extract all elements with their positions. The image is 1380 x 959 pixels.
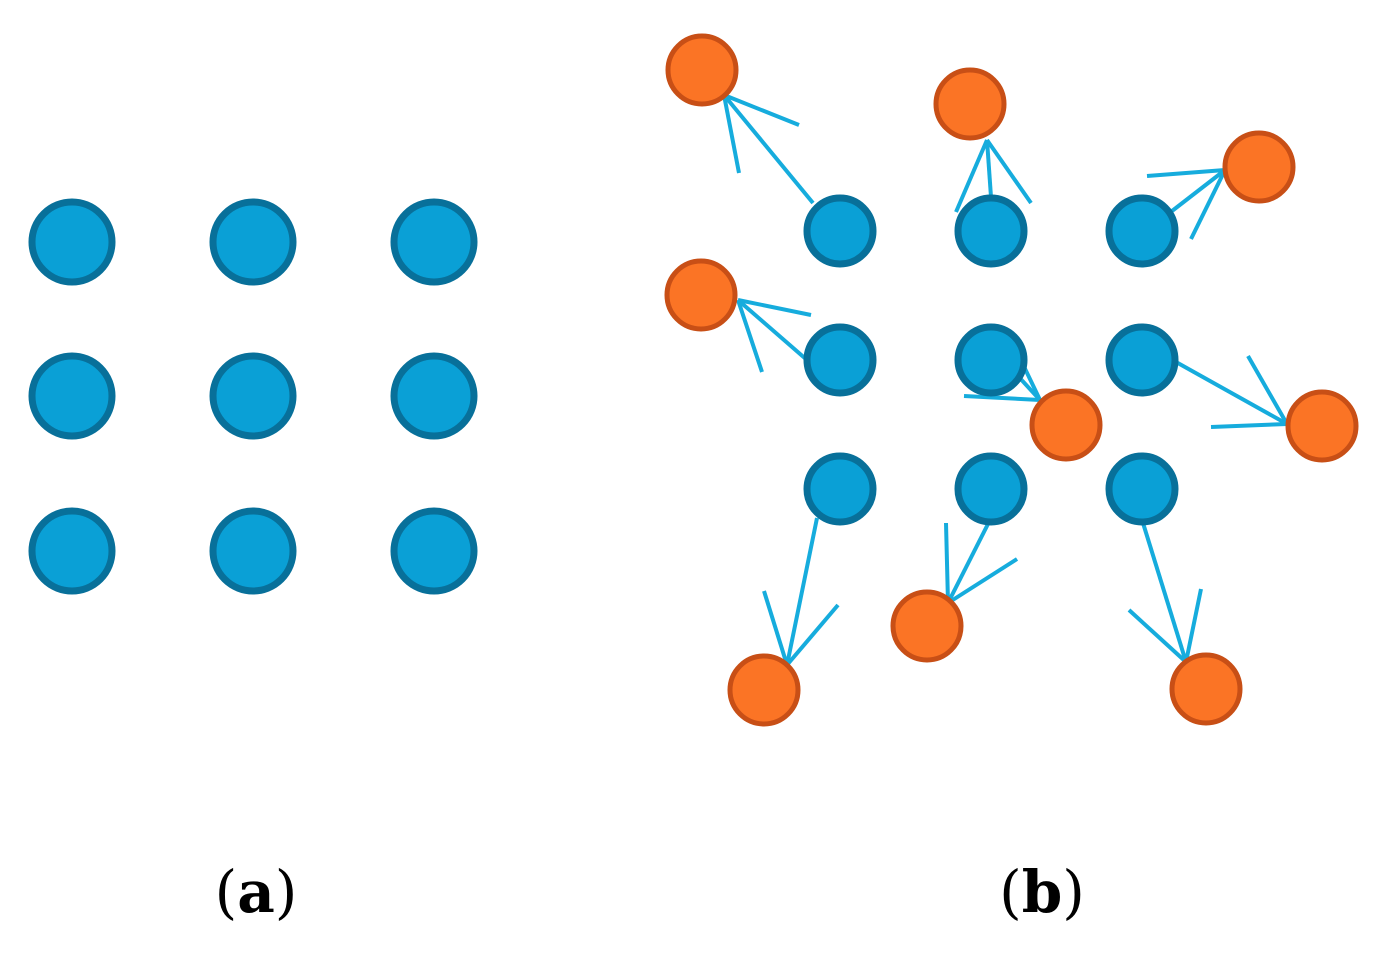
displaced-node-3-1 (727, 653, 801, 727)
node-a-1-3 (390, 198, 478, 286)
arrow-3-3 (1127, 522, 1203, 664)
node-b-2-3 (1105, 323, 1179, 397)
displaced-node-1-3 (1222, 130, 1296, 204)
node-a-2-3 (390, 352, 478, 440)
displaced-node-1-2 (933, 67, 1007, 141)
panel-b-label: (b) (999, 858, 1085, 926)
panel-a-label: (a) (215, 858, 298, 926)
displaced-node-2-3 (1285, 389, 1359, 463)
node-b-1-3 (1105, 194, 1179, 268)
arrow-3-2 (944, 521, 1019, 605)
node-b-1-2 (954, 194, 1028, 268)
node-b-2-1 (803, 323, 877, 397)
node-a-1-2 (209, 198, 297, 286)
panel-a-grid (28, 198, 478, 595)
node-b-1-1 (803, 194, 877, 268)
panel-a-label-letter: a (237, 858, 275, 926)
panel-a-label-close: ) (275, 858, 298, 926)
node-b-3-2 (954, 452, 1028, 526)
node-a-1-1 (28, 198, 116, 286)
displaced-node-2-1 (664, 258, 738, 332)
panel-b-displacement (664, 33, 1359, 727)
arrow-3-1 (762, 517, 840, 667)
node-b-3-3 (1105, 452, 1179, 526)
node-a-3-1 (28, 507, 116, 595)
arrow-1-1 (722, 93, 815, 205)
panel-b-label-close: ) (1062, 858, 1085, 926)
node-a-3-3 (390, 507, 478, 595)
node-b-2-2 (954, 323, 1028, 397)
arrow-2-1 (736, 298, 812, 373)
panel-b-label-open: ( (999, 858, 1022, 926)
node-b-3-1 (803, 452, 877, 526)
displaced-node-3-2 (890, 589, 964, 663)
arrow-2-3 (1175, 355, 1289, 429)
node-a-2-2 (209, 352, 297, 440)
panel-a-label-open: ( (215, 858, 238, 926)
node-a-2-1 (28, 352, 116, 440)
node-a-3-2 (209, 507, 297, 595)
arrow-1-2 (954, 138, 1033, 213)
displaced-node-1-1 (665, 33, 739, 107)
displaced-node-2-2 (1029, 388, 1103, 462)
displaced-node-3-3 (1169, 652, 1243, 726)
panel-b-label-letter: b (1022, 858, 1063, 926)
arrow-1-3 (1146, 168, 1227, 240)
